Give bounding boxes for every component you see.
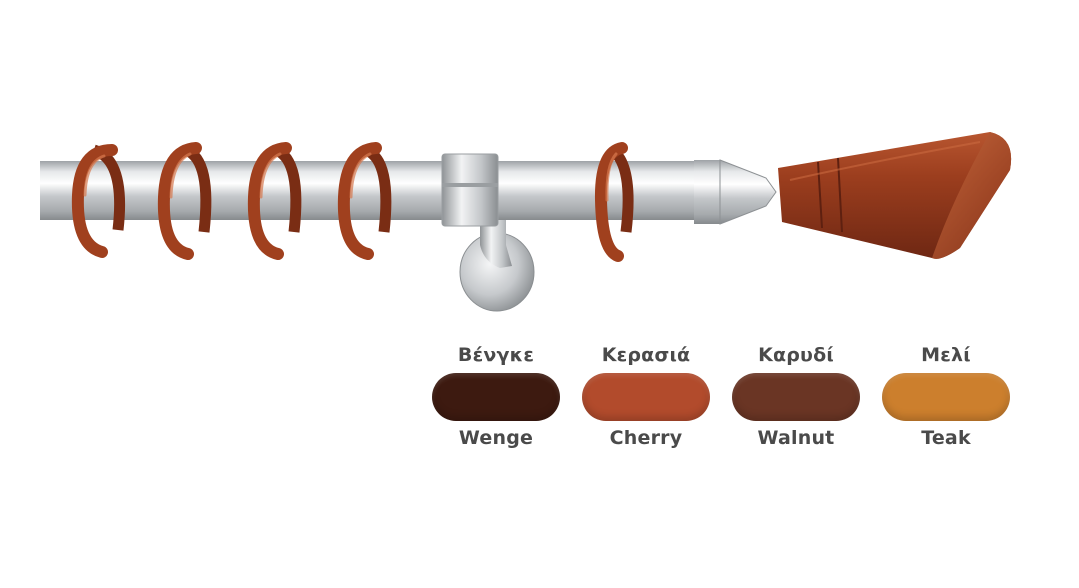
curtain-rings (71, 142, 628, 262)
swatch-wenge: Βένγκε Wenge (432, 343, 560, 450)
swatch-label-greek: Βένγκε (457, 344, 535, 366)
swatch-cherry: Κερασιά Cherry (582, 343, 710, 450)
swatch-label-english: Walnut (757, 427, 835, 449)
curtain-ring (337, 142, 382, 260)
curtain-ring (247, 142, 292, 260)
rod-bracket-clamp (441, 153, 499, 227)
curtain-ring (594, 142, 628, 262)
swatch-label-english: Cherry (609, 427, 683, 449)
swatch-label-greek: Μελί (921, 344, 971, 366)
swatch-teak: Μελί Teak (882, 343, 1010, 450)
color-swatch-chip (582, 373, 710, 421)
swatch-label-english: Wenge (458, 427, 534, 449)
curtain-ring (157, 142, 202, 260)
wooden-finial (778, 132, 1012, 259)
swatch-label-greek: Κερασιά (601, 344, 691, 366)
swatch-label-english: Teak (921, 427, 971, 449)
color-swatch-chip (732, 373, 860, 421)
swatch-walnut: Καρυδί Walnut (732, 343, 860, 450)
color-swatch-chip (882, 373, 1010, 421)
curtain-ring (71, 144, 118, 258)
finial-metal-collar (694, 159, 777, 225)
swatch-label-greek: Καρυδί (758, 344, 834, 366)
color-swatch-chip (432, 373, 560, 421)
